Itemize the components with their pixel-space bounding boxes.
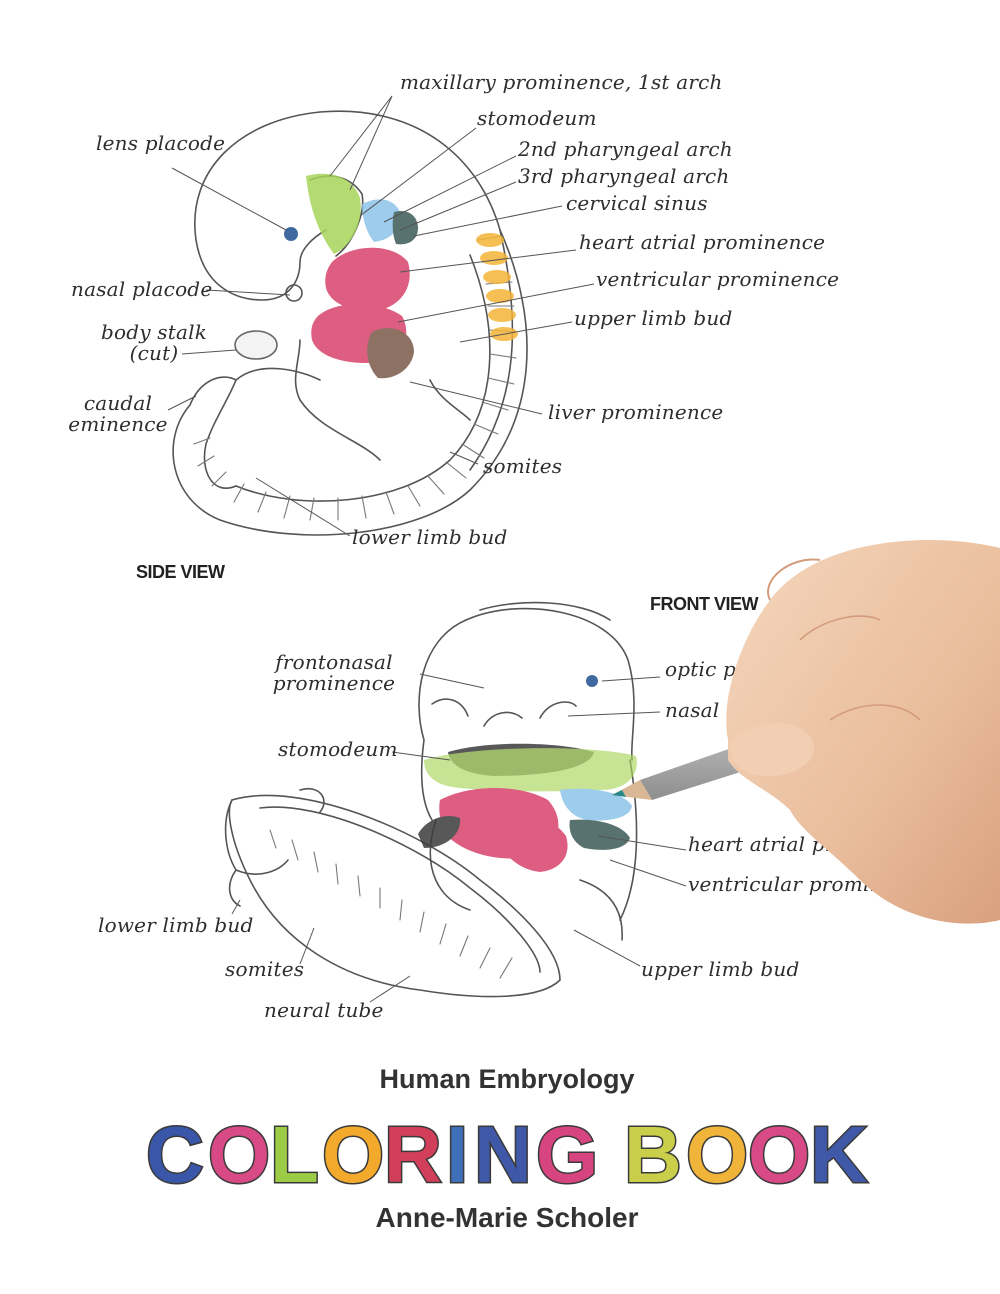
label-caudal-eminence: caudal eminence bbox=[66, 393, 170, 435]
title-letter: O bbox=[686, 1110, 748, 1198]
label-lower-limb-bud-front: lower limb bud bbox=[98, 913, 254, 937]
title-letter: R bbox=[384, 1110, 442, 1198]
label-caudal-line2: eminence bbox=[68, 412, 168, 436]
front-view-illustration bbox=[224, 601, 687, 1003]
label-caudal-line1: caudal bbox=[83, 391, 153, 415]
label-nasal-placode: nasal placode bbox=[71, 277, 213, 301]
label-frontonasal-line2: prominence bbox=[272, 671, 396, 695]
title-letter: N bbox=[474, 1110, 532, 1198]
label-optic: optic p bbox=[665, 657, 737, 681]
label-stomodeum-front: stomodeum bbox=[278, 737, 398, 761]
title-letter: I bbox=[446, 1110, 468, 1198]
label-upper-limb-bud-side: upper limb bud bbox=[574, 306, 733, 330]
label-neural-tube: neural tube bbox=[264, 998, 384, 1022]
hand-with-pencil-image bbox=[612, 540, 1000, 924]
book-subtitle: Human Embryology bbox=[379, 1064, 635, 1094]
title-letter: O bbox=[208, 1110, 270, 1198]
title-letter: G bbox=[536, 1110, 598, 1198]
title-letter: B bbox=[624, 1110, 682, 1198]
label-body-stalk-line2: (cut) bbox=[129, 341, 179, 365]
label-lower-limb-bud-side: lower limb bud bbox=[352, 525, 508, 549]
side-view-heading: SIDE VIEW bbox=[136, 562, 225, 582]
title-letter: O bbox=[748, 1110, 810, 1198]
side-view-illustration bbox=[167, 95, 595, 537]
book-author: Anne-Marie Scholer bbox=[375, 1202, 639, 1233]
label-maxillary-prominence: maxillary prominence, 1st arch bbox=[400, 70, 723, 94]
label-somites-side: somites bbox=[483, 454, 563, 478]
label-cervical-sinus: cervical sinus bbox=[566, 191, 708, 215]
label-ventricular-prominence-side: ventricular prominence bbox=[596, 267, 840, 291]
title-letter: O bbox=[322, 1110, 384, 1198]
label-upper-limb-bud-front: upper limb bud bbox=[641, 957, 800, 981]
label-stomodeum-side: stomodeum bbox=[477, 106, 597, 130]
label-body-stalk: body stalk (cut) bbox=[98, 322, 210, 364]
title-letter: L bbox=[270, 1110, 319, 1198]
label-liver-prominence: liver prominence bbox=[548, 400, 724, 424]
label-2nd-pharyngeal-arch: 2nd pharyngeal arch bbox=[518, 137, 733, 161]
title-letter: K bbox=[810, 1110, 868, 1198]
label-heart-atrial-prominence-side: heart atrial prominence bbox=[579, 230, 826, 254]
label-frontonasal-line1: frontonasal bbox=[275, 650, 393, 674]
label-lens-placode: lens placode bbox=[96, 131, 226, 155]
label-somites-front: somites bbox=[225, 957, 305, 981]
title-letter: C bbox=[146, 1110, 204, 1198]
label-frontonasal-prominence: frontonasal prominence bbox=[272, 652, 396, 694]
label-body-stalk-line1: body stalk bbox=[100, 320, 208, 344]
label-nasal: nasal p bbox=[665, 698, 739, 722]
label-3rd-pharyngeal-arch: 3rd pharyngeal arch bbox=[518, 164, 730, 188]
front-view-heading: FRONT VIEW bbox=[650, 594, 759, 614]
